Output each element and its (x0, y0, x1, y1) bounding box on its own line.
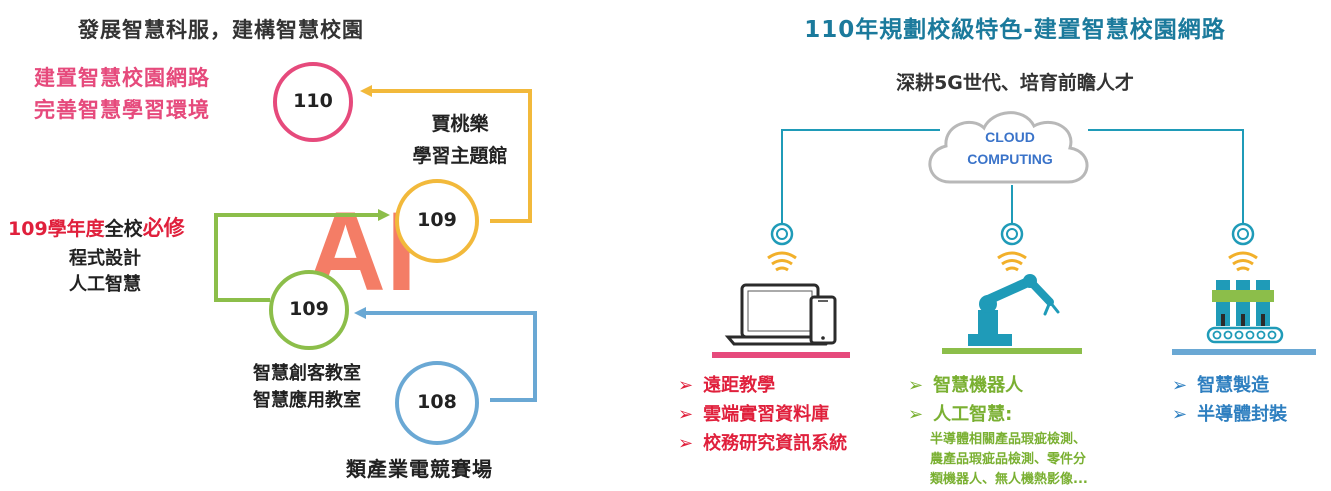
ai-detail-line-1: 半導體相關產品瑕疵檢測、 (930, 432, 1087, 447)
pink-goal-line-2: 完善智慧學習環境 (34, 98, 210, 122)
network-line-left (781, 129, 940, 225)
col2-bullets: ➢智慧機器人 ➢人工智慧: (908, 371, 1023, 429)
blue-arrowhead (354, 307, 366, 319)
circle-108 (395, 361, 479, 445)
pink-platform (712, 352, 850, 358)
col2-ai-detail: 半導體相關產品瑕疵檢測、 農產品瑕疵品檢測、零件分 類機器人、無人機熱影像... (930, 430, 1088, 490)
col1-bullets: ➢遠距教學 ➢雲端實習資料庫 ➢校務研究資訊系統 (678, 371, 847, 458)
required-course-heading: 109學年度全校必修 (8, 216, 185, 241)
bullet-arrow-icon: ➢ (1172, 375, 1188, 396)
circle-110 (273, 62, 353, 142)
robot-arm-icon (968, 274, 1060, 346)
col3-item-smart-manufacturing: ➢智慧製造 (1172, 371, 1287, 400)
right-subtitle: 深耕5G世代、培育前瞻人才 (896, 72, 1134, 94)
wifi-node-center-icon (997, 222, 1027, 272)
wifi-node-right-icon (1228, 222, 1258, 272)
required-middle: 全校 (104, 218, 143, 240)
learning-hall-line-2: 學習主題館 (412, 145, 508, 167)
factory-conveyor-icon (1206, 280, 1284, 344)
required-prefix: 109學年度 (8, 218, 105, 240)
pink-goal-line-1: 建置智慧校園網路 (34, 66, 210, 90)
circle-110-label: 110 (293, 90, 333, 112)
green-connector (214, 213, 382, 302)
bullet-arrow-icon: ➢ (1172, 404, 1188, 425)
classroom-line-2: 智慧應用教室 (253, 390, 361, 411)
ai-detail-line-3: 類機器人、無人機熱影像... (930, 472, 1088, 487)
yellow-connector (368, 89, 532, 223)
esports-arena-text: 類產業電競賽場 (346, 457, 493, 481)
bullet-arrow-icon: ➢ (908, 375, 924, 396)
col2-item-ai: ➢人工智慧: (908, 400, 1023, 429)
col3-item-packaging: ➢半導體封裝 (1172, 400, 1287, 429)
circle-109-yellow-label: 109 (417, 209, 457, 231)
classroom-line-1: 智慧創客教室 (253, 363, 361, 384)
required-suffix: 必修 (142, 216, 185, 240)
network-line-right (1088, 129, 1244, 225)
col2-item-smart-robot: ➢智慧機器人 (908, 371, 1023, 400)
circle-108-label: 108 (417, 391, 457, 413)
circle-109-green (269, 270, 349, 350)
ai-detail-line-2: 農產品瑕疵品檢測、零件分 (930, 452, 1087, 467)
wifi-node-left-icon (767, 222, 797, 272)
cloud-computing-label: CLOUD COMPUTING (948, 126, 1072, 170)
left-title: 發展智慧科服，建構智慧校園 (78, 18, 364, 42)
green-platform (942, 348, 1082, 354)
learning-hall-text: 賈桃樂 學習主題館 (400, 108, 520, 172)
bullet-arrow-icon: ➢ (908, 404, 924, 425)
classroom-text: 智慧創客教室 智慧應用教室 (232, 360, 382, 414)
bullet-arrow-icon: ➢ (678, 375, 694, 396)
blue-connector (362, 311, 537, 402)
col1-item-research-system: ➢校務研究資訊系統 (678, 429, 847, 458)
cloud-label-line-2: COMPUTING (967, 151, 1053, 167)
circle-109-yellow (395, 179, 479, 263)
cloud-label-line-1: CLOUD (985, 129, 1035, 145)
required-course-items: 程式設計 人工智慧 (40, 246, 170, 298)
learning-hall-line-1: 賈桃樂 (431, 113, 489, 135)
laptop-phone-icon (724, 283, 837, 346)
blue-platform (1172, 349, 1316, 355)
col1-item-cloud-database: ➢雲端實習資料庫 (678, 400, 847, 429)
right-title: 110年規劃校級特色-建置智慧校園網路 (804, 17, 1226, 43)
col3-bullets: ➢智慧製造 ➢半導體封裝 (1172, 371, 1287, 429)
green-arrowhead (378, 209, 390, 221)
required-item-1: 程式設計 (69, 248, 141, 269)
cloud-icon (928, 111, 1089, 184)
bullet-arrow-icon: ➢ (678, 404, 694, 425)
required-item-2: 人工智慧 (69, 274, 141, 295)
bullet-arrow-icon: ➢ (678, 433, 694, 454)
yellow-arrowhead (360, 85, 372, 97)
col1-item-remote-teaching: ➢遠距教學 (678, 371, 847, 400)
pink-goal-text: 建置智慧校園網路 完善智慧學習環境 (34, 62, 210, 126)
circle-109-green-label: 109 (289, 298, 329, 320)
